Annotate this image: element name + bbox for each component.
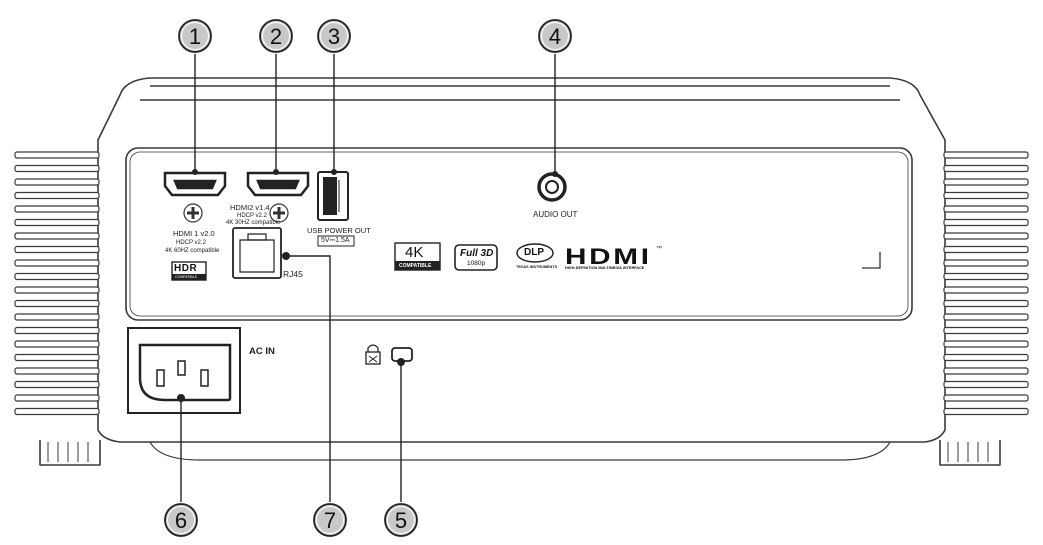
audio-jack — [537, 172, 567, 202]
full3d-logo-bottom: 1080p — [467, 260, 486, 267]
vent-fin — [14, 394, 100, 402]
right-foot — [939, 440, 1001, 466]
hdmi2-title: HDMI2 v1.4 — [230, 203, 270, 212]
vent-fin — [943, 259, 1029, 267]
vent-fin — [943, 205, 1029, 213]
vent-fin — [14, 340, 100, 348]
hdmi2-screw — [269, 203, 289, 223]
callout-2: 2 — [258, 18, 294, 54]
callout-1: 1 — [177, 18, 213, 54]
vent-fin — [14, 178, 100, 186]
hdmi1-title: HDMI 1 v2.0 — [173, 229, 215, 238]
hdmi2-hdcp: HDCP v2.2 — [237, 213, 267, 219]
vent-fin — [14, 380, 100, 389]
vent-fin — [943, 353, 1029, 362]
vent-fin — [943, 394, 1029, 402]
vent-fin — [943, 232, 1029, 240]
callout-3: 3 — [316, 18, 352, 54]
right-vents — [943, 151, 1029, 416]
vent-fin — [14, 286, 100, 294]
vent-fin — [14, 218, 100, 227]
vent-fin — [943, 191, 1029, 200]
usb-rating-box — [317, 235, 355, 247]
vent-fin — [14, 299, 100, 308]
full3d-logo-top: Full 3D — [460, 248, 494, 259]
rj45-label: RJ45 — [283, 269, 303, 279]
k4-logo-bar — [395, 261, 440, 270]
vent-fin — [14, 407, 100, 416]
vent-fin — [14, 164, 100, 173]
usb-title: USB POWER OUT — [307, 226, 371, 235]
callout-7: 7 — [312, 502, 348, 538]
hdmi-logo-bottom: HIGH-DEFINITION MULTIMEDIA INTERFACE — [565, 266, 645, 270]
vent-fin — [943, 299, 1029, 308]
vent-fin — [943, 151, 1029, 159]
vent-fin — [943, 340, 1029, 348]
vent-fin — [943, 272, 1029, 281]
ac-in-label: AC IN — [249, 346, 275, 357]
vent-fin — [14, 367, 100, 375]
vent-fin — [943, 164, 1029, 173]
rj45-port — [232, 227, 282, 279]
hdr-logo-top: HDR — [174, 263, 198, 274]
dlp-logo-bottom: TEXAS INSTRUMENTS — [516, 265, 558, 269]
vent-fin — [943, 407, 1029, 416]
vent-fin — [943, 367, 1029, 375]
vent-fin — [14, 245, 100, 254]
lock-icon — [365, 344, 381, 365]
leader-lines — [180, 54, 556, 502]
usb-port — [317, 171, 349, 221]
hdmi-logo-tm: ™ — [656, 246, 662, 252]
hdmi1-screw — [183, 203, 203, 223]
vent-fin — [943, 326, 1029, 335]
vent-fin — [14, 191, 100, 200]
vent-fin — [943, 380, 1029, 389]
hdmi1-hdcp: HDCP v2.2 — [176, 240, 206, 246]
left-vents — [14, 151, 100, 416]
vent-fin — [943, 245, 1029, 254]
vent-fin — [14, 205, 100, 213]
io-panel — [125, 147, 913, 321]
audio-out-label: AUDIO OUT — [533, 210, 578, 219]
hdmi1-compat: 4K 60HZ compatible — [165, 248, 220, 254]
projector-body — [97, 77, 946, 443]
vent-fin — [14, 272, 100, 281]
left-foot — [39, 440, 101, 466]
ac-inlet — [127, 327, 241, 414]
hdr-logo-bar — [172, 274, 206, 280]
vent-fin — [943, 313, 1029, 321]
vent-fin — [14, 259, 100, 267]
k4-logo-top: 4K — [405, 244, 424, 261]
hdmi1-port — [163, 171, 227, 197]
hdmi2-compat: 4K 30HZ compatible — [226, 220, 281, 226]
vent-fin — [14, 326, 100, 335]
k4-logo-bottom: COMPATIBLE — [399, 263, 432, 269]
vent-fin — [14, 232, 100, 240]
hdmi-logo-top: HDMI — [565, 244, 652, 269]
callout-4: 4 — [537, 18, 573, 54]
dlp-logo-top: DLP — [524, 247, 544, 258]
dlp-logo-ellipse — [516, 243, 554, 263]
vent-fin — [943, 178, 1029, 186]
callout-5: 5 — [383, 502, 419, 538]
vent-fin — [14, 313, 100, 321]
vent-fin — [943, 286, 1029, 294]
usb-rating: 5V⎓1.5A — [321, 237, 350, 244]
vent-fin — [943, 218, 1029, 227]
hdmi2-port — [246, 171, 310, 197]
hdr-logo-bottom: COMPATIBLE — [175, 275, 198, 279]
full3d-logo-box — [454, 244, 498, 271]
panel-corner-mark — [862, 252, 881, 269]
vent-fin — [14, 353, 100, 362]
vent-fin — [14, 151, 100, 159]
callout-6: 6 — [163, 502, 199, 538]
